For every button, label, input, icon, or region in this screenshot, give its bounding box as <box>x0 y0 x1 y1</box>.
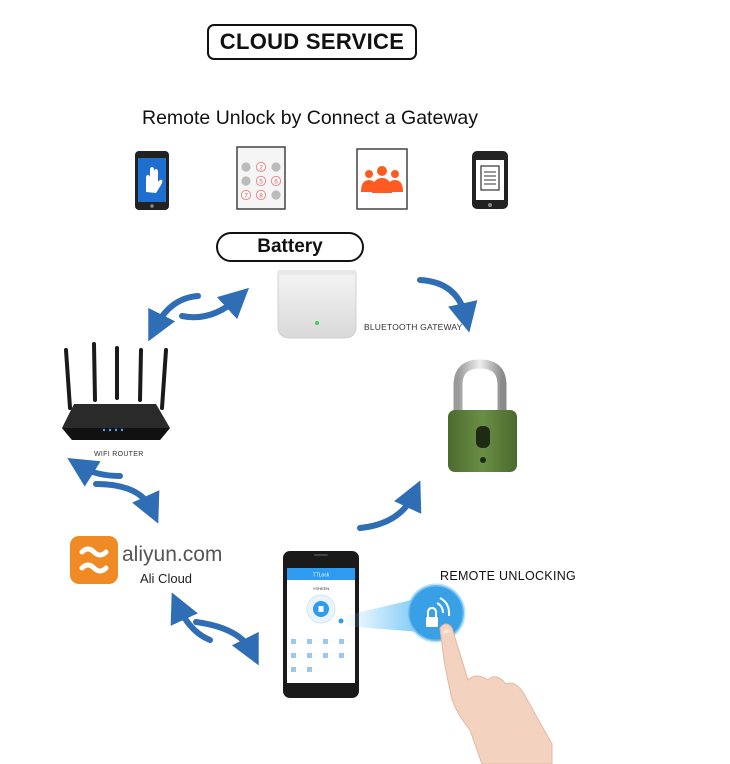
flow-arrows <box>67 277 478 666</box>
bluetooth-gateway <box>277 270 357 339</box>
subtitle-text: Remote Unlock by Connect a Gateway <box>142 107 478 129</box>
gateway-label: BLUETOOTH GATEWAY <box>364 322 463 332</box>
smartphone-app: TTLock YSHEEN <box>283 551 359 698</box>
key-5: 5 <box>259 179 263 186</box>
key-6: 6 <box>274 179 278 186</box>
aliyun-brand: aliyun.com <box>122 543 223 566</box>
aliyun-logo-icon <box>70 536 118 584</box>
arrow-gateway-to-router-icon <box>148 293 201 342</box>
key-7: 7 <box>244 193 248 200</box>
app-lock-name: YSHEEN <box>313 586 330 591</box>
arrow-router-to-gateway-icon <box>179 287 250 321</box>
people-group-icon <box>356 148 408 210</box>
arrow-phone-to-cloud-icon <box>170 592 213 643</box>
signal-beam <box>344 598 420 632</box>
gateway-led-icon <box>315 321 319 325</box>
keypad-icon: 2 5 6 7 8 <box>236 146 286 210</box>
smart-padlock <box>448 359 517 472</box>
remote-unlocking-label: REMOTE UNLOCKING <box>440 569 577 583</box>
battery-label: Battery <box>257 236 323 257</box>
page-title-text: CLOUD SERVICE <box>219 29 405 54</box>
subtitle: Remote Unlock by Connect a Gateway <box>0 107 620 130</box>
app-title: TTLock <box>313 573 330 579</box>
page-title: CLOUD SERVICE <box>207 24 417 60</box>
ali-cloud-label: Ali Cloud <box>140 571 193 586</box>
key-8: 8 <box>259 193 263 200</box>
arrow-gateway-to-padlock-icon <box>417 277 478 333</box>
phone-fingerprint-icon <box>135 151 169 210</box>
phone-document-icon <box>472 151 508 209</box>
router-label: WIFI ROUTER <box>94 451 144 458</box>
arrow-cloud-to-phone-icon <box>193 619 259 666</box>
hand-icon <box>439 623 553 764</box>
arrow-router-to-cloud-icon <box>93 481 160 524</box>
key-2: 2 <box>259 165 263 172</box>
wifi-router <box>62 342 170 440</box>
arrow-cloud-to-router-icon <box>67 458 123 487</box>
battery-pill: Battery <box>216 232 364 262</box>
arrow-phone-to-padlock-icon <box>357 480 422 531</box>
remote-unlock-button-icon <box>406 583 466 643</box>
